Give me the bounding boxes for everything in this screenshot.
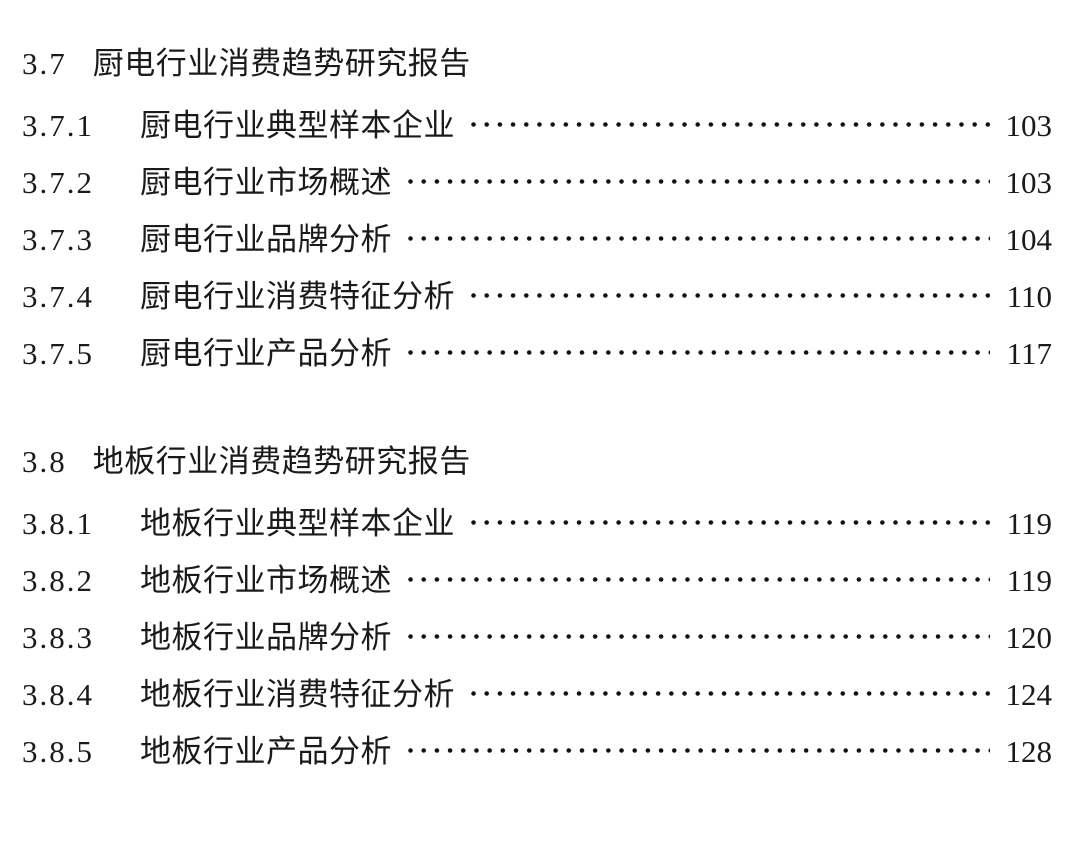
toc-section: 3.7 厨电行业消费趋势研究报告 3.7.1 厨电行业典型样本企业 103 3.7.2 厨电… <box>0 48 1080 390</box>
entry-page-number: 103 <box>1005 108 1053 143</box>
toc-entry[interactable]: 3.7.5 厨电行业产品分析 117 <box>0 333 1080 390</box>
dot-leader <box>408 162 990 193</box>
entry-title: 厨电行业消费特征分析 <box>140 279 455 315</box>
dot-leader <box>408 731 990 762</box>
toc-list: 3.7 厨电行业消费趋势研究报告 3.7.1 厨电行业典型样本企业 103 3.7.2 厨电… <box>0 48 1080 788</box>
toc-entry[interactable]: 3.8.5 地板行业产品分析 128 <box>0 731 1080 788</box>
entry-number: 3.8.3 <box>22 620 94 655</box>
section-title: 地板行业消费趋势研究报告 <box>92 444 471 480</box>
section-number: 3.7 <box>22 46 67 81</box>
entry-title: 厨电行业产品分析 <box>140 336 392 372</box>
entry-number: 3.7.5 <box>22 336 94 371</box>
entry-title: 地板行业市场概述 <box>140 563 392 599</box>
dot-leader <box>408 333 990 364</box>
toc-entry[interactable]: 3.7.4 厨电行业消费特征分析 110 <box>0 276 1080 333</box>
dot-leader <box>471 276 990 307</box>
entry-number: 3.7.4 <box>22 279 94 314</box>
entry-title: 地板行业产品分析 <box>140 734 392 770</box>
entry-page-number: 117 <box>1006 336 1052 371</box>
entry-title: 地板行业品牌分析 <box>140 620 392 656</box>
entry-page-number: 104 <box>1005 222 1053 257</box>
section-title: 厨电行业消费趋势研究报告 <box>92 46 471 82</box>
entry-number: 3.8.4 <box>22 677 94 712</box>
entry-page-number: 110 <box>1006 279 1052 314</box>
entry-title: 地板行业消费特征分析 <box>140 677 455 713</box>
toc-entry[interactable]: 3.8.2 地板行业市场概述 119 <box>0 560 1080 617</box>
dot-leader <box>408 219 990 250</box>
section-number: 3.8 <box>22 444 67 479</box>
dot-leader <box>471 105 990 136</box>
entry-page-number: 120 <box>1005 620 1053 655</box>
toc-section-heading[interactable]: 3.8 地板行业消费趋势研究报告 <box>0 446 1080 503</box>
entry-number: 3.8.5 <box>22 734 94 769</box>
toc-entry[interactable]: 3.8.1 地板行业典型样本企业 119 <box>0 503 1080 560</box>
entry-page-number: 119 <box>1006 563 1052 598</box>
entry-number: 3.8.2 <box>22 563 94 598</box>
entry-title: 厨电行业品牌分析 <box>140 222 392 258</box>
entry-number: 3.8.1 <box>22 506 94 541</box>
dot-leader <box>408 560 990 591</box>
dot-leader <box>408 617 990 648</box>
toc-entry[interactable]: 3.7.3 厨电行业品牌分析 104 <box>0 219 1080 276</box>
entry-number: 3.7.2 <box>22 165 94 200</box>
toc-section-heading[interactable]: 3.7 厨电行业消费趋势研究报告 <box>0 48 1080 105</box>
toc-entry[interactable]: 3.7.2 厨电行业市场概述 103 <box>0 162 1080 219</box>
entry-number: 3.7.1 <box>22 108 94 143</box>
toc-entry[interactable]: 3.8.4 地板行业消费特征分析 124 <box>0 674 1080 731</box>
entry-title: 地板行业典型样本企业 <box>140 506 455 542</box>
dot-leader <box>471 674 990 705</box>
toc-entry[interactable]: 3.7.1 厨电行业典型样本企业 103 <box>0 105 1080 162</box>
entry-page-number: 119 <box>1006 506 1052 541</box>
entry-title: 厨电行业典型样本企业 <box>140 108 455 144</box>
entry-title: 厨电行业市场概述 <box>140 165 392 201</box>
entry-page-number: 103 <box>1005 165 1053 200</box>
entry-page-number: 128 <box>1005 734 1053 769</box>
entry-number: 3.7.3 <box>22 222 94 257</box>
toc-section: 3.8 地板行业消费趋势研究报告 3.8.1 地板行业典型样本企业 119 3.8.2 地板… <box>0 446 1080 788</box>
dot-leader <box>471 503 990 534</box>
toc-entry[interactable]: 3.8.3 地板行业品牌分析 120 <box>0 617 1080 674</box>
entry-page-number: 124 <box>1005 677 1053 712</box>
